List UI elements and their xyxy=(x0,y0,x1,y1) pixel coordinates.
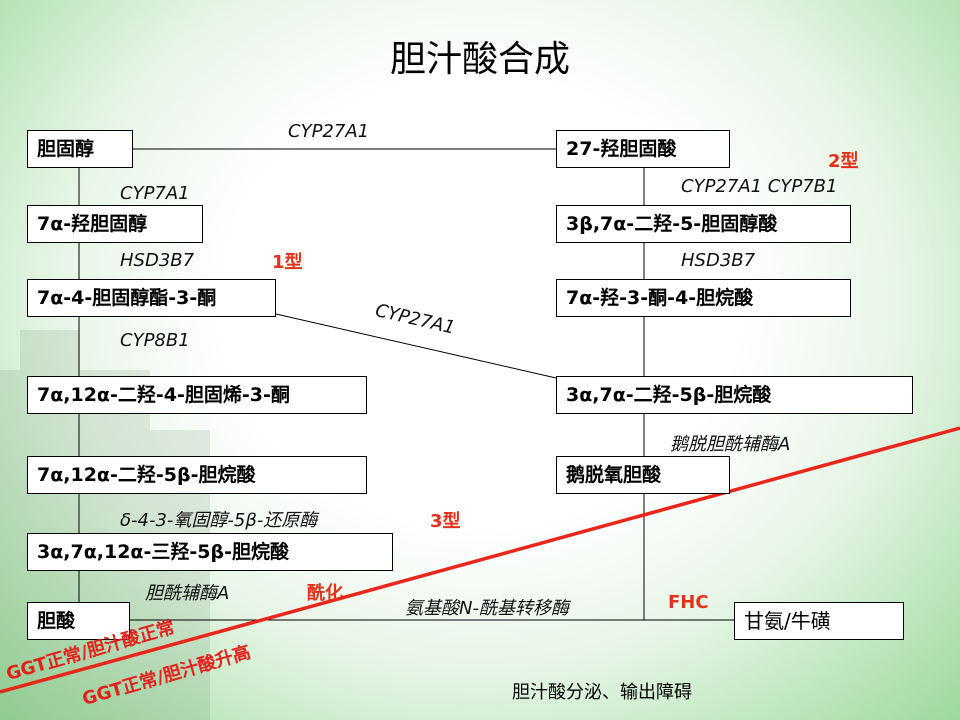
label-delta-reductase: δ-4-3-氧固醇-5β-还原酶 xyxy=(120,510,318,531)
box-cholic-acid: 胆酸 xyxy=(27,602,130,640)
label-cyp8b1: CYP8B1 xyxy=(120,330,190,351)
label-type-3: 3型 xyxy=(430,511,461,532)
box-glycine-taurine: 甘氨/牛磺 xyxy=(734,602,904,640)
diagonal-link-line xyxy=(275,313,557,379)
box-27-hydroxycholesterol: 27-羟胆固酸 xyxy=(556,130,730,168)
label-bile-acid-coa: 胆酰辅酶A xyxy=(145,583,230,604)
footer-note: 胆汁酸分泌、输出障碍 xyxy=(512,682,692,703)
label-cyp27a1-cyp7b1: CYP27A1 CYP7B1 xyxy=(681,176,838,197)
box-dihydroxy-cholesten-one: 7α,12α-二羟-4-胆固烯-3-酮 xyxy=(27,376,367,414)
box-3b7a-dihydroxy: 3β,7α-二羟-5-胆固醇酸 xyxy=(556,205,851,243)
label-cyp7a1: CYP7A1 xyxy=(120,183,190,204)
box-chenodeoxycholic-acid: 鹅脱氧胆酸 xyxy=(556,456,730,494)
page-title: 胆汁酸合成 xyxy=(389,39,570,80)
box-dihydroxy-cholanoic: 7α,12α-二羟-5β-胆烷酸 xyxy=(27,456,367,494)
box-3a7a-dihydroxy: 3α,7α-二羟-5β-胆烷酸 xyxy=(556,376,913,414)
label-fhc: FHC xyxy=(668,592,709,613)
label-cdca-coa: 鹅脱胆酰辅酶A xyxy=(670,434,791,455)
box-7a-hydroxycholesterol: 7α-羟胆固醇 xyxy=(27,205,203,243)
label-cyp27a1-top: CYP27A1 xyxy=(288,121,370,142)
label-type-1: 1型 xyxy=(272,252,303,273)
box-hydroxy-oxo-cholenoic: 7α-羟-3-酮-4-胆烷酸 xyxy=(556,279,851,317)
box-trihydroxy-cholanoic: 3α,7α,12α-三羟-5β-胆烷酸 xyxy=(27,533,393,571)
label-hsd3b7-left: HSD3B7 xyxy=(120,250,195,271)
label-hsd3b7-right: HSD3B7 xyxy=(681,250,756,271)
label-amino-transferase: 氨基酸N-酰基转移酶 xyxy=(405,598,569,619)
box-cholesterol: 胆固醇 xyxy=(27,130,133,168)
label-acylation: 酰化 xyxy=(307,583,343,604)
label-type-2: 2型 xyxy=(828,151,859,172)
ggt-divider-line xyxy=(0,426,960,694)
box-7a-4-cholesten-3-one: 7α-4-胆固醇酯-3-酮 xyxy=(27,279,276,317)
